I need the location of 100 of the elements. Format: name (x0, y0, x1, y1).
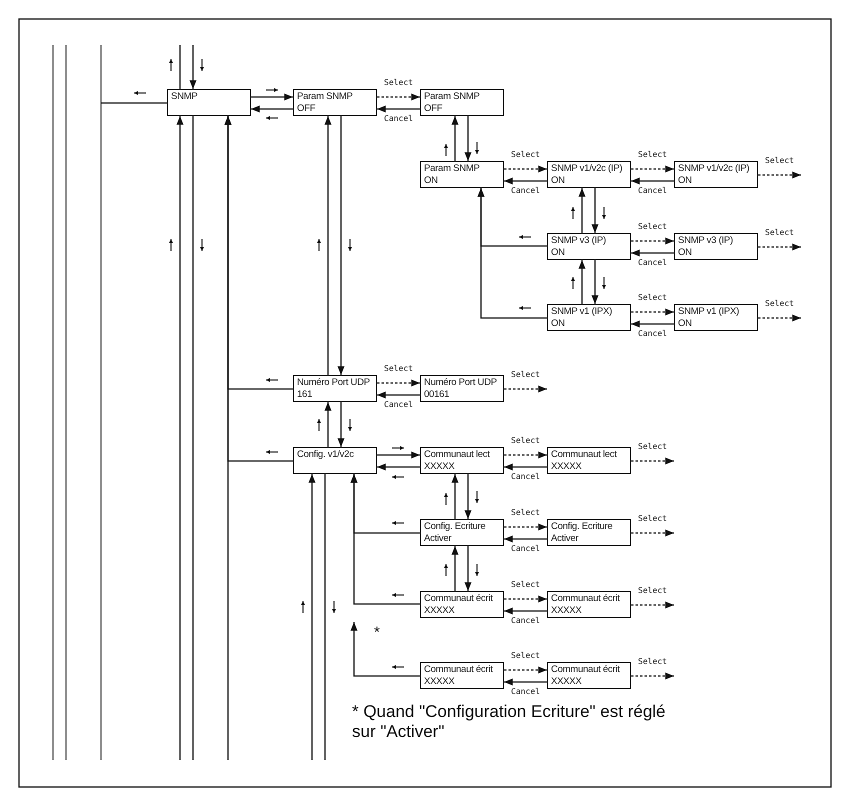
arrow (631, 238, 674, 244)
edge-label: Select (638, 222, 667, 231)
menu-box (547, 662, 631, 689)
arrow (377, 392, 420, 398)
menu-label: SNMP (171, 91, 198, 103)
edge-label: Select (638, 586, 667, 595)
arrow (504, 536, 547, 542)
footnote-mark: * (374, 624, 380, 642)
arrow (504, 386, 547, 392)
arrow (377, 452, 420, 458)
edge-label: Select (638, 657, 667, 666)
edge-label: Select (638, 442, 667, 451)
menu-label: Communaut écrit (551, 593, 620, 605)
edge-label: Select (511, 436, 540, 445)
connector-line (324, 474, 326, 760)
menu-label: Param SNMP (424, 91, 480, 103)
arrow (464, 546, 472, 591)
edge-label: Cancel (511, 186, 540, 195)
arrow (308, 474, 316, 760)
edge-label: Select (638, 293, 667, 302)
arrow (224, 116, 293, 462)
arrow (377, 380, 420, 386)
arrow (452, 474, 458, 519)
edge-label: Select (638, 150, 667, 159)
menu-label: SNMP v3 (IP) (551, 235, 606, 247)
arrow (504, 166, 547, 172)
connector-line (179, 45, 181, 89)
footnote: * Quand "Configuration Ecriture" est réglé sur "Activer" (352, 702, 667, 743)
arrow (251, 106, 293, 112)
setting-value: ON (678, 318, 692, 330)
menu-box (420, 375, 504, 402)
setting-value: ON (424, 175, 438, 187)
setting-value: ON (678, 175, 692, 187)
edge-label: Cancel (638, 186, 667, 195)
setting-value: ON (551, 318, 565, 330)
menu-box (167, 89, 251, 116)
menu-box (293, 89, 377, 116)
arrow (452, 116, 458, 161)
arrow (592, 188, 598, 233)
menu-label: Numéro Port UDP (424, 377, 497, 389)
setting-value: XXXXX (424, 461, 454, 473)
menu-label: Communaut lect (424, 449, 490, 461)
arrow (251, 94, 293, 100)
arrow (578, 260, 586, 304)
menu-box (420, 591, 504, 618)
menu-label: SNMP v3 (IP) (678, 235, 733, 247)
menu-label: Communaut écrit (551, 664, 620, 676)
setting-value: 161 (297, 389, 312, 401)
menu-label: SNMP v1 (IPX) (678, 306, 739, 318)
setting-value: XXXXX (551, 676, 582, 688)
menu-box (547, 591, 631, 618)
arrow (377, 464, 420, 470)
arrow (631, 166, 674, 172)
arrow (324, 116, 332, 375)
menu-box (674, 304, 758, 331)
menu-box (420, 447, 504, 474)
menu-box (293, 447, 377, 474)
edge-label: Cancel (511, 616, 540, 625)
menu-label: Communaut lect (551, 449, 617, 461)
edge-label: Select (765, 156, 794, 165)
edge-label: Select (765, 299, 794, 308)
arrow (504, 608, 547, 614)
arrow (350, 474, 420, 605)
arrow (452, 546, 458, 591)
menu-box (547, 161, 631, 188)
arrow (504, 524, 547, 530)
connector-line (192, 116, 194, 760)
menu-label: Config. v1/v2c (297, 449, 354, 461)
menu-label: SNMP v1 (IPX) (551, 306, 612, 318)
arrow (758, 172, 801, 178)
arrow (377, 106, 420, 112)
edge-label: Select (638, 514, 667, 523)
menu-box (420, 662, 504, 689)
setting-value: Activer (424, 533, 452, 545)
edge-label: Select (765, 228, 794, 237)
arrow (592, 260, 598, 304)
edge-label: Select (511, 580, 540, 589)
menu-label: Param SNMP (424, 163, 480, 175)
arrow (631, 320, 674, 328)
menu-label: Communaut écrit (424, 593, 493, 605)
arrow (176, 116, 184, 760)
menu-label: SNMP v1/v2c (IP) (678, 163, 750, 175)
menu-label: Param SNMP (297, 91, 353, 103)
arrow (631, 602, 674, 608)
menu-box (547, 233, 631, 260)
arrow (578, 188, 586, 233)
arrow (190, 45, 196, 89)
edge-label: Select (511, 370, 540, 379)
arrow (338, 116, 344, 375)
arrow (631, 458, 674, 464)
edge-label: Cancel (511, 472, 540, 481)
menu-box (293, 375, 377, 402)
menu-box (420, 519, 504, 546)
edge-label: Cancel (638, 258, 667, 267)
edge-label: Cancel (638, 329, 667, 338)
arrow (504, 666, 547, 674)
setting-value: XXXXX (424, 676, 454, 688)
arrow (631, 308, 674, 316)
arrow (478, 188, 547, 319)
setting-value: ON (678, 247, 692, 259)
